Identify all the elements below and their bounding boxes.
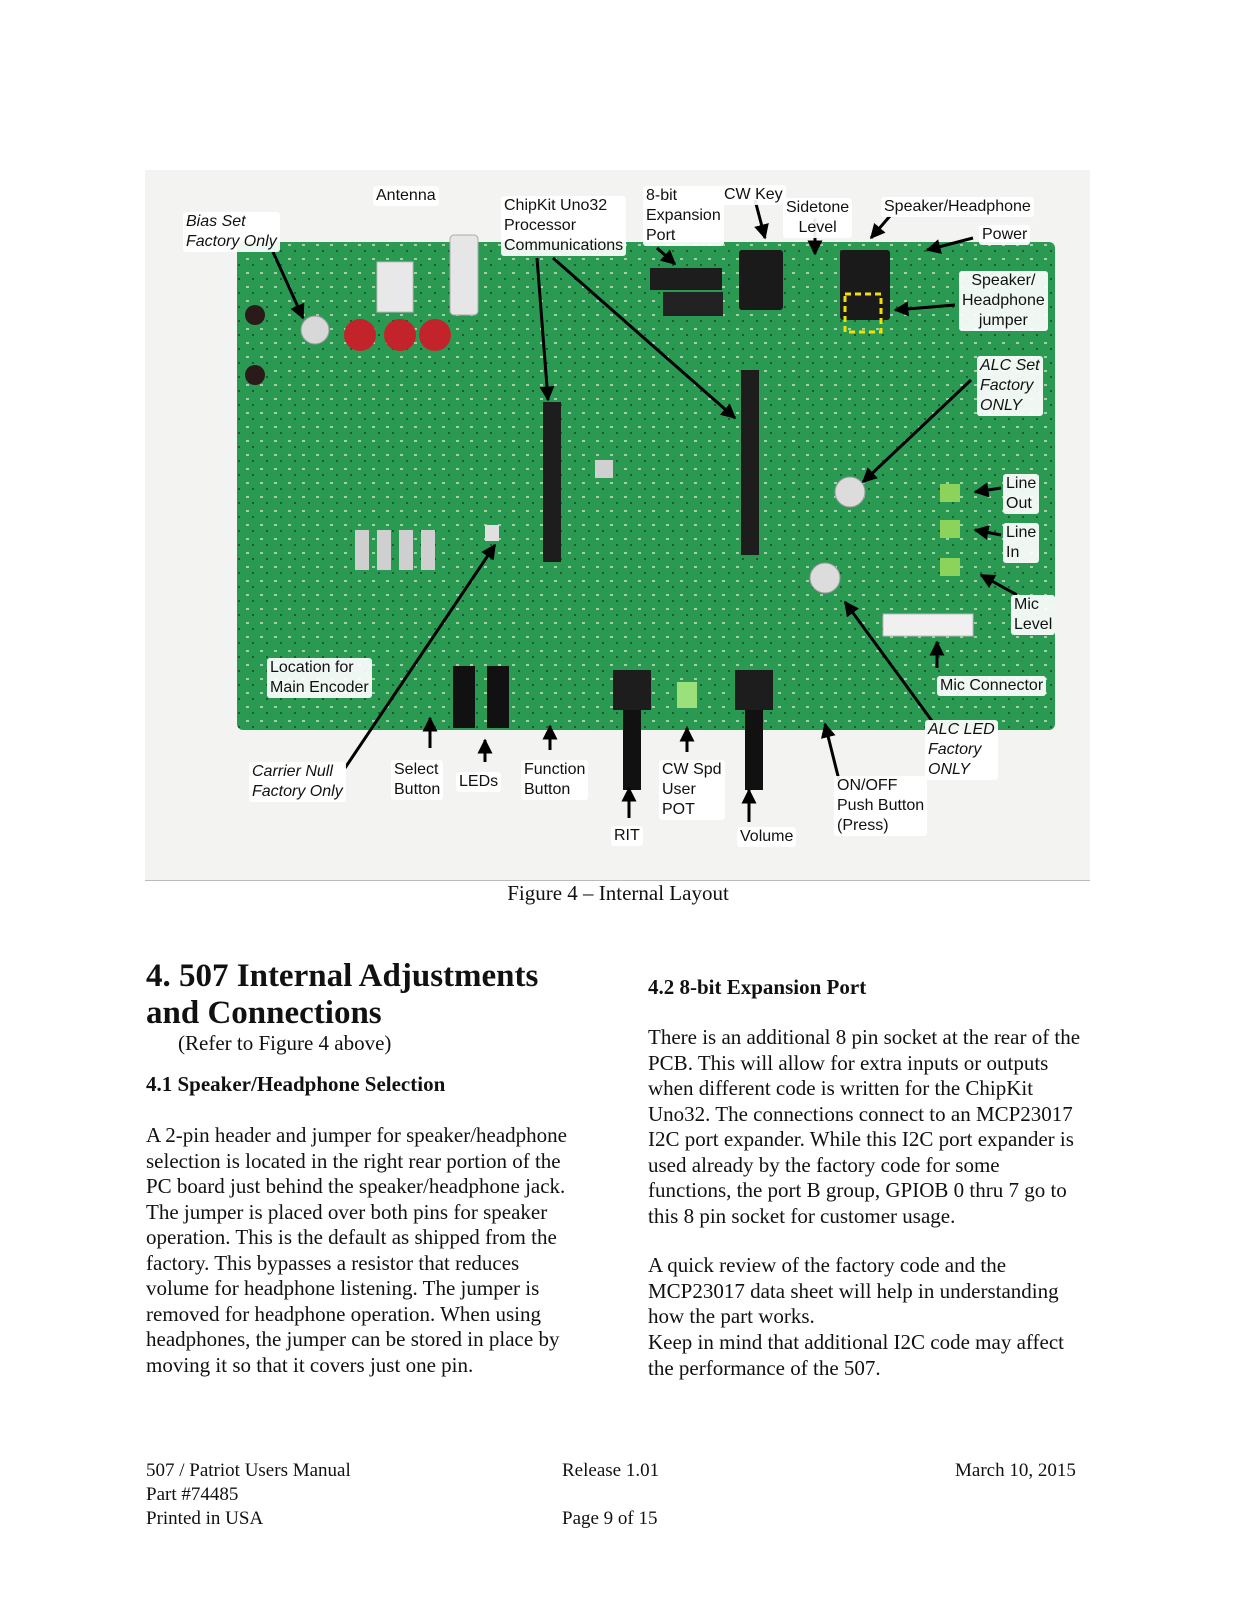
- label-speaker-jumper: Speaker/ Headphone jumper: [959, 271, 1048, 331]
- chipkit-header-left: [543, 402, 561, 562]
- label-function-button: Function Button: [521, 760, 589, 800]
- label-main-encoder: Location for Main Encoder: [267, 658, 372, 698]
- antenna-connector: [449, 234, 479, 316]
- bias-pot: [300, 315, 330, 345]
- section-reference: (Refer to Figure 4 above): [178, 1031, 392, 1055]
- label-alc-set: ALC Set Factory ONLY: [977, 356, 1043, 416]
- footer-manual-name: 507 / Patriot Users Manual: [146, 1460, 351, 1481]
- expansion-header: [650, 268, 722, 290]
- label-line-out: Line Out: [1003, 474, 1040, 514]
- label-rit: RIT: [611, 826, 643, 846]
- label-bias-set: Bias Set Factory Only: [183, 212, 280, 252]
- label-onoff-button: ON/OFF Push Button (Press): [834, 776, 928, 836]
- figure-internal-layout: Antenna Bias Set Factory Only ChipKit Un…: [145, 170, 1090, 881]
- chipkit-header-right: [741, 370, 759, 555]
- subsection-4-2-para-2: A quick review of the factory code and t…: [648, 1253, 1059, 1328]
- label-power: Power: [979, 225, 1031, 245]
- label-volume: Volume: [737, 827, 797, 847]
- label-speaker-headphone: Speaker/Headphone: [881, 197, 1034, 217]
- label-leds: LEDs: [456, 772, 502, 792]
- led-1: [453, 666, 475, 728]
- footer-page-number: Page 9 of 15: [562, 1508, 658, 1529]
- subsection-4-2-para-1: There is an additional 8 pin socket at t…: [648, 1025, 1081, 1228]
- alc-pot: [834, 476, 866, 508]
- label-sidetone: Sidetone Level: [783, 198, 853, 238]
- rit-pot: [613, 670, 651, 710]
- subsection-4-1-body: A 2-pin header and jumper for speaker/he…: [146, 1123, 568, 1377]
- volume-pot: [735, 670, 773, 710]
- label-alc-led: ALC LED Factory ONLY: [925, 720, 998, 780]
- speaker-jack: [840, 250, 890, 320]
- cw-spd-pot: [677, 682, 697, 708]
- mic-level-pot: [809, 562, 841, 594]
- footer-release: Release 1.01: [562, 1460, 660, 1481]
- pcb-photo: [237, 199, 1055, 822]
- label-mic-level: Mic Level: [1011, 595, 1056, 635]
- subsection-4-1-title: 4.1 Speaker/Headphone Selection: [146, 1072, 446, 1096]
- label-select-button: Select Button: [391, 760, 444, 800]
- section-title: 4. 507 Internal Adjustments and Connecti…: [146, 958, 539, 1031]
- label-cw-key: CW Key: [721, 185, 786, 205]
- mic-connector-part: [882, 613, 974, 637]
- figure-caption: Figure 4 – Internal Layout: [507, 881, 729, 905]
- label-chipkit: ChipKit Uno32 Processor Communications: [501, 196, 627, 256]
- jumper-highlight: [843, 292, 883, 334]
- label-cw-spd: CW Spd User POT: [659, 760, 725, 820]
- label-line-in: Line In: [1003, 523, 1040, 563]
- relay: [376, 261, 414, 313]
- label-antenna: Antenna: [373, 186, 439, 206]
- cw-key-jack: [739, 250, 783, 310]
- callout-arrows: [271, 199, 1018, 822]
- footer-part-number: Part #74485: [146, 1484, 239, 1505]
- footer-date: March 10, 2015: [955, 1460, 1076, 1481]
- subsection-4-2-para-3: Keep in mind that additional I2C code ma…: [648, 1330, 1064, 1380]
- label-expansion-port: 8-bit Expansion Port: [643, 186, 724, 246]
- subsection-4-2-title: 4.2 8-bit Expansion Port: [648, 975, 867, 999]
- footer-printed: Printed in USA: [146, 1508, 264, 1529]
- label-mic-connector: Mic Connector: [937, 676, 1047, 696]
- label-carrier-null: Carrier Null Factory Only: [249, 762, 346, 802]
- led-2: [487, 666, 509, 728]
